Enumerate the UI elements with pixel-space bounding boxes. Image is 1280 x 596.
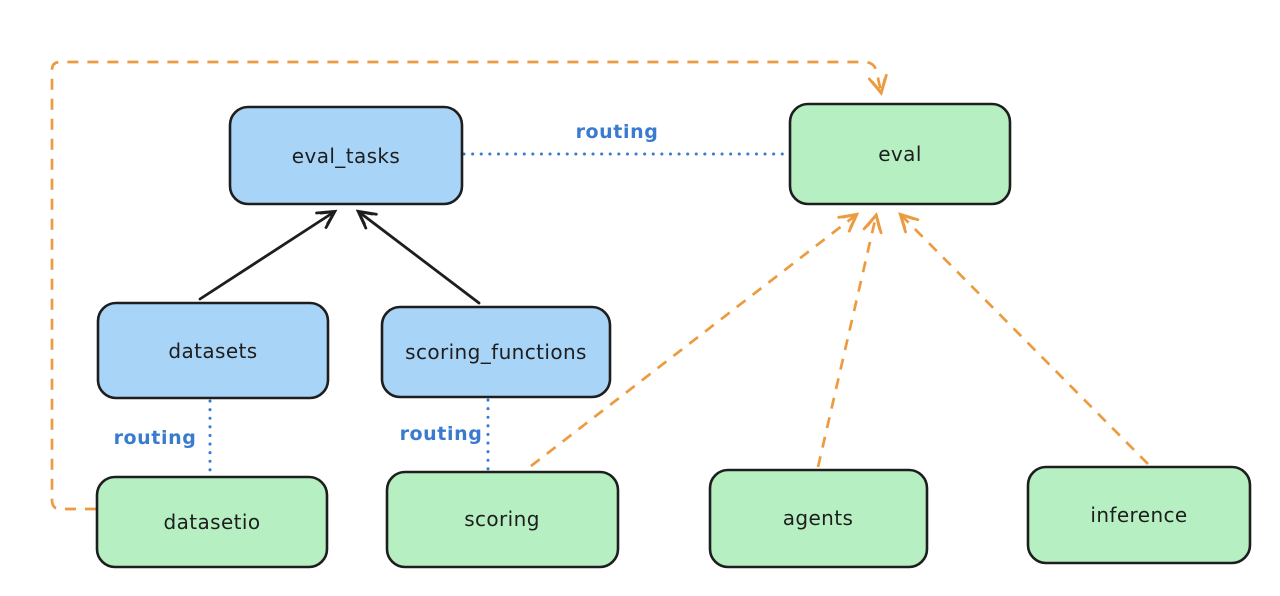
node-datasets-label: datasets xyxy=(168,339,257,363)
node-inference: inference xyxy=(1026,465,1252,565)
routing-label-scoring-functions-scoring: routing xyxy=(400,423,483,445)
node-eval-tasks: eval_tasks xyxy=(228,105,464,206)
node-scoring-functions-box xyxy=(380,305,612,399)
edge-scoring-functions-to-eval-tasks xyxy=(355,209,481,305)
node-datasetio-box xyxy=(95,475,329,569)
edge-agents-to-eval xyxy=(816,212,883,468)
edges: routing routing routing xyxy=(50,60,1149,511)
node-scoring-functions-label: scoring_functions xyxy=(405,340,587,364)
node-inference-box xyxy=(1026,465,1252,565)
node-datasets: datasets xyxy=(96,301,330,400)
routing-label-datasets-datasetio: routing xyxy=(114,427,197,449)
node-scoring-box xyxy=(385,470,620,569)
node-scoring: scoring xyxy=(385,470,620,569)
edge-datasetio-to-eval xyxy=(50,60,888,511)
edge-datasets-to-eval-tasks xyxy=(198,209,338,301)
node-scoring-label: scoring xyxy=(464,507,540,531)
node-eval-box xyxy=(788,102,1012,206)
node-agents-label: agents xyxy=(783,506,854,530)
node-agents: agents xyxy=(708,468,929,569)
node-agents-box xyxy=(708,468,929,569)
node-eval-tasks-box xyxy=(228,105,464,206)
edge-scoring-to-eval xyxy=(530,212,860,468)
routing-label-eval-tasks-eval: routing xyxy=(576,121,659,143)
node-datasetio: datasetio xyxy=(95,475,329,569)
node-datasets-box xyxy=(96,301,330,400)
node-datasetio-label: datasetio xyxy=(163,510,260,534)
node-eval: eval xyxy=(788,102,1012,206)
node-inference-label: inference xyxy=(1090,503,1187,527)
node-eval-label: eval xyxy=(878,142,922,166)
edge-inference-to-eval xyxy=(898,212,1149,465)
node-eval-tasks-label: eval_tasks xyxy=(292,144,400,168)
node-scoring-functions: scoring_functions xyxy=(380,305,612,399)
